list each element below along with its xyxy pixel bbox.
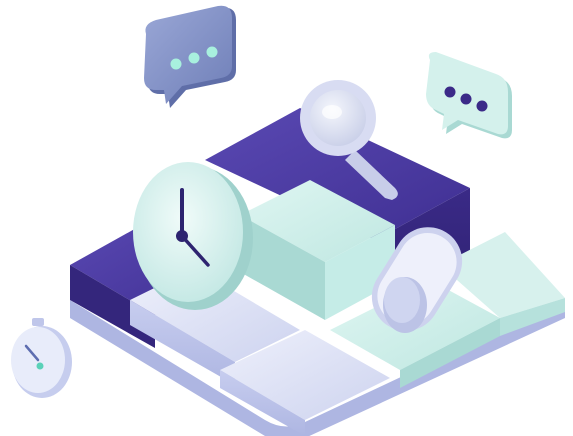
- stopwatch-icon: [11, 318, 72, 398]
- isometric-blocks: [70, 108, 565, 436]
- block-ramp: [440, 232, 565, 318]
- chat-bubble-icon: [426, 52, 512, 139]
- magnifier-icon: [300, 80, 398, 200]
- chat-bubble-icon: [144, 5, 236, 108]
- block-lavender-front: [220, 330, 390, 420]
- block-mint-center: [240, 180, 395, 262]
- block-purple-rear: [205, 108, 470, 240]
- toggle-switch-icon: [371, 227, 463, 333]
- clock-icon: [133, 162, 253, 310]
